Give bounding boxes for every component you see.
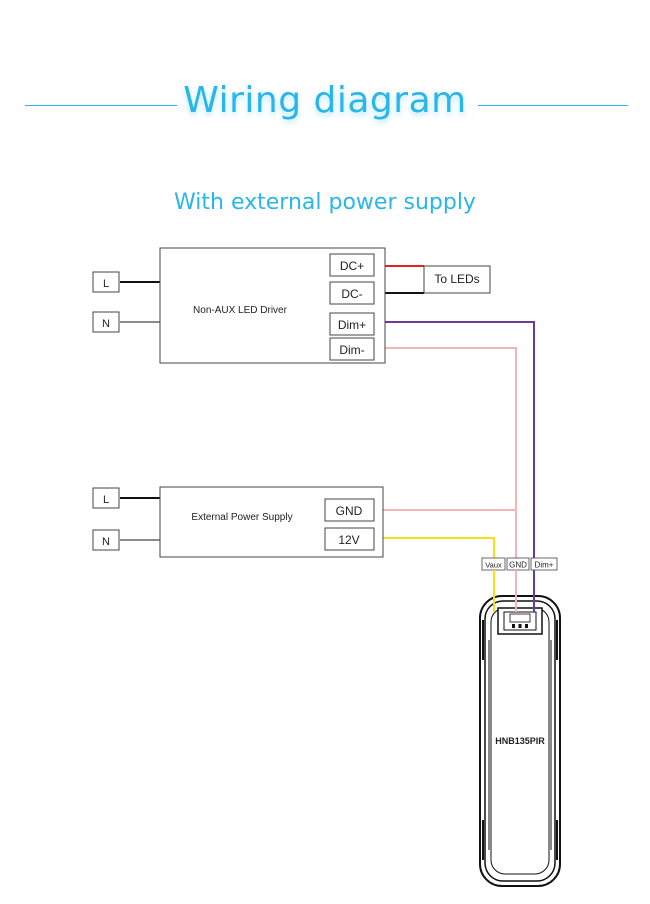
driver-input-l-box (92, 271, 120, 293)
sensor-pin-gnd: GND (509, 561, 527, 570)
driver-input-n: N (102, 318, 110, 330)
page-subtitle: With external power supply (174, 190, 476, 215)
sensor-pin-vaux: Vaux (485, 561, 502, 570)
driver-terminal-dc-plus: DC+ (340, 259, 364, 273)
title-rule-right (478, 105, 628, 106)
driver-terminal-box (329, 281, 375, 305)
psu-input-l: L (103, 494, 109, 506)
psu-terminal-gnd: GND (336, 504, 363, 518)
sensor-pin-box (530, 557, 558, 571)
sensor-device (479, 595, 561, 887)
driver-terminal-box (329, 337, 375, 361)
sensor-pin-dim-plus: Dim+ (535, 561, 554, 570)
dim-plus-wire (376, 321, 535, 612)
psu-terminal-12v: 12V (338, 533, 359, 547)
driver-terminal-dim-minus: Dim- (339, 343, 364, 357)
dim-minus-wire (376, 347, 517, 612)
page-title: Wiring diagram (183, 80, 467, 121)
driver-input-l: L (103, 278, 109, 290)
driver-terminal-box (329, 312, 375, 336)
psu-label: External Power Supply (191, 512, 292, 523)
psu-terminal-box (324, 498, 375, 522)
title-rule-left (25, 105, 177, 106)
sensor-pin-box (506, 557, 530, 571)
psu-terminal-box (324, 527, 375, 551)
sensor-connector (497, 607, 543, 635)
to-leds-label: To LEDs (434, 272, 479, 286)
driver-terminal-box (329, 253, 375, 277)
driver-terminal-dim-plus: Dim+ (338, 318, 366, 332)
v12-wire (376, 537, 495, 612)
psu-input-n-box (92, 529, 120, 551)
driver-terminal-dc-minus: DC- (341, 287, 362, 301)
sensor-model-label: HNB135PIR (495, 736, 545, 746)
driver-input-n-box (92, 311, 120, 333)
to-leds-box (423, 265, 491, 294)
psu-input-l-box (92, 487, 120, 509)
psu-input-n: N (102, 536, 110, 548)
driver-label: Non-AUX LED Driver (193, 305, 288, 316)
